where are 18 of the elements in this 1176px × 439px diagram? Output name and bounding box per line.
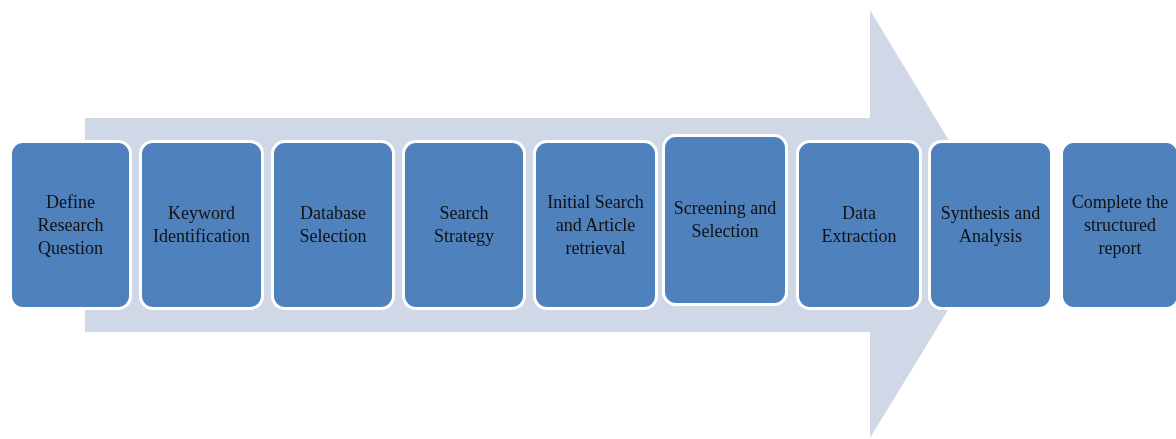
step-label: Complete the structured report	[1070, 190, 1170, 260]
step-label: Screening and Selection	[672, 197, 778, 243]
step-label: Keyword Identification	[152, 202, 251, 248]
step-label: Initial Search and Article retrieval	[546, 190, 645, 260]
step-label: Data Extraction	[820, 202, 898, 248]
process-box	[1060, 140, 1176, 310]
step-label: Search Strategy	[433, 202, 495, 248]
process-box	[9, 140, 132, 310]
process-box	[533, 140, 658, 310]
process-box	[662, 134, 788, 306]
process-box	[402, 140, 526, 310]
process-box	[796, 140, 922, 310]
process-box	[928, 140, 1053, 310]
process-box	[139, 140, 264, 310]
process-box	[271, 140, 395, 310]
step-label: Synthesis and Analysis	[939, 202, 1042, 248]
step-label: Define Research Question	[36, 190, 105, 260]
step-label: Database Selection	[298, 202, 368, 248]
